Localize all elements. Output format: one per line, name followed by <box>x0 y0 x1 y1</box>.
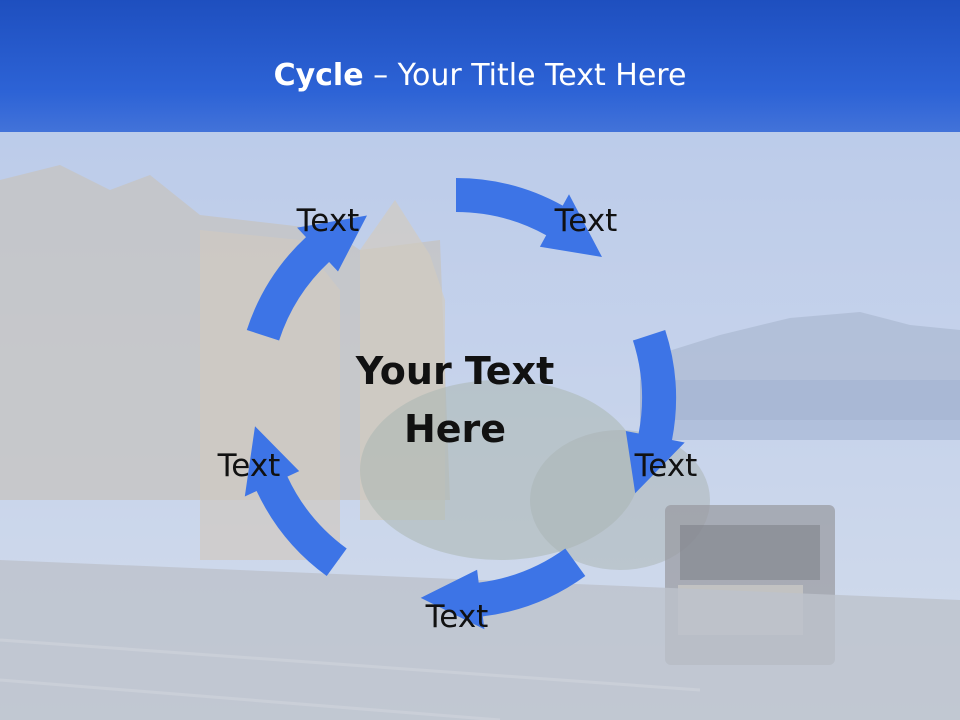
title-bar <box>0 0 960 132</box>
center-text: Your Text Here <box>330 342 580 458</box>
slide-title: Cycle – Your Title Text Here <box>0 56 960 96</box>
cycle-arrow-2 <box>625 330 685 494</box>
cycle-arrow-1 <box>456 177 602 257</box>
title-rest: – Your Title Text Here <box>363 58 687 93</box>
cycle-label-5: Text <box>217 448 281 484</box>
cycle-label-4: Text <box>425 599 489 635</box>
center-text-line1: Your Text <box>355 349 555 393</box>
cycle-arrow-4 <box>244 426 347 576</box>
cycle-arrow-3 <box>420 548 586 630</box>
title-bold: Cycle <box>273 58 364 93</box>
cycle-label-1: Text <box>296 203 360 239</box>
cycle-label-2: Text <box>554 203 618 239</box>
cycle-label-3: Text <box>634 448 698 484</box>
center-text-line2: Here <box>403 407 507 451</box>
cycle-arrows <box>244 177 685 630</box>
cycle-arrow-5 <box>246 215 367 341</box>
